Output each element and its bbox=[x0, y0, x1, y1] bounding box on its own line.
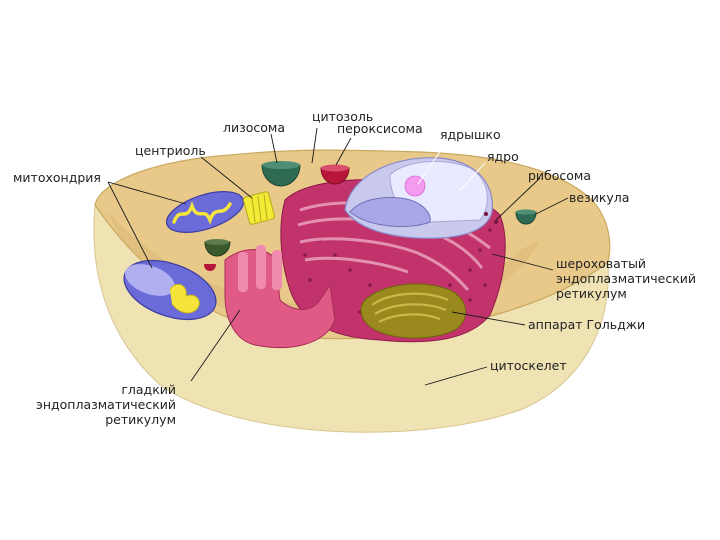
label-peroxisome: пероксисома bbox=[337, 121, 423, 136]
label-mitochondria: митохондрия bbox=[13, 170, 101, 185]
label-smooth-er-line3: ретикулум bbox=[105, 412, 176, 427]
label-lysosome: лизосома bbox=[223, 120, 285, 135]
label-smooth-er-line2: эндоплазматический bbox=[36, 397, 176, 412]
label-vesicle: везикула bbox=[569, 190, 629, 205]
label-cytoskeleton: цитоскелет bbox=[490, 358, 567, 373]
label-rough-er-line2: эндоплазматический bbox=[556, 271, 696, 286]
label-smooth-er-line1: гладкий bbox=[121, 382, 176, 397]
label-centriole: центриоль bbox=[135, 143, 206, 158]
golgi-apparatus bbox=[361, 284, 466, 338]
label-rough-er-line3: ретикулум bbox=[556, 286, 627, 301]
label-rough-er-line1: шероховатый bbox=[556, 256, 646, 271]
label-nucleus: ядро bbox=[487, 149, 519, 164]
label-nucleolus: ядрышко bbox=[440, 127, 501, 142]
label-ribosome: рибосома bbox=[528, 168, 591, 183]
label-golgi: аппарат Гольджи bbox=[528, 317, 645, 332]
